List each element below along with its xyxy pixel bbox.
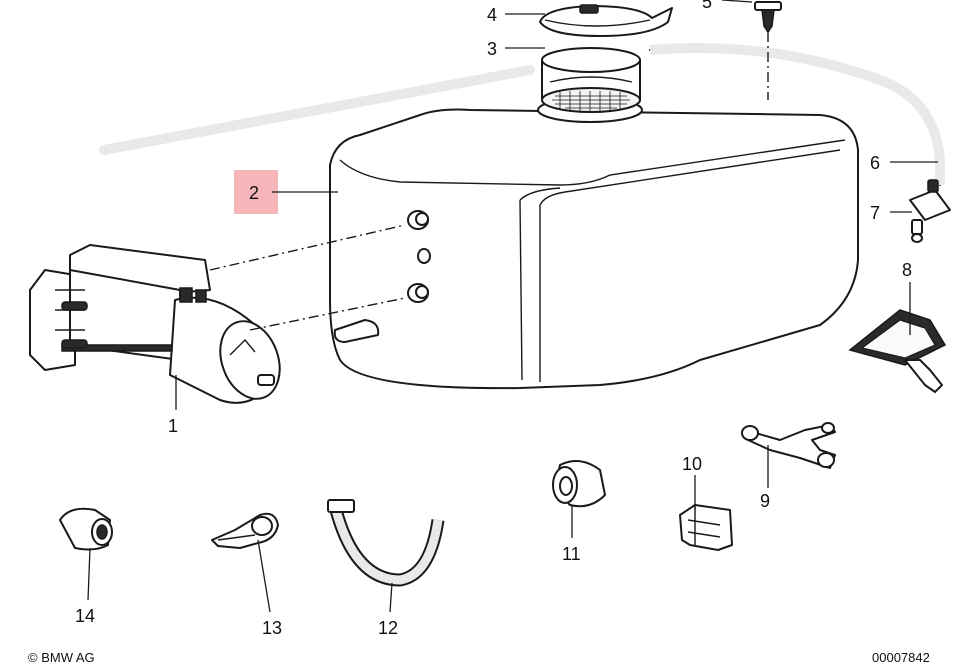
callout-14: 14 xyxy=(75,606,95,626)
callout-11: 11 xyxy=(562,544,581,564)
diagram-number: 00007842 xyxy=(872,650,930,665)
check-valve xyxy=(909,179,951,243)
callout-10: 10 xyxy=(682,454,702,474)
callout-9: 9 xyxy=(760,491,770,511)
callout-7: 7 xyxy=(870,203,880,223)
spray-nozzle xyxy=(848,309,947,393)
callout-3: 3 xyxy=(487,39,497,59)
hose xyxy=(99,43,945,186)
callout-12: 12 xyxy=(378,618,398,638)
callout-5: 5 xyxy=(702,0,712,12)
rubber-grommet xyxy=(552,460,606,508)
washer-pump xyxy=(29,244,281,404)
mounting-strap xyxy=(327,499,445,587)
cable-clamp xyxy=(211,512,279,549)
leader-lines xyxy=(87,0,938,613)
callout-1: 1 xyxy=(168,416,178,436)
callout-6: 6 xyxy=(870,153,880,173)
callout-13: 13 xyxy=(262,618,282,638)
hose-clip xyxy=(679,504,733,551)
callout-8: 8 xyxy=(902,260,912,280)
strainer-filter xyxy=(541,47,641,113)
tank-nipple-upper xyxy=(407,210,429,230)
reservoir-tank xyxy=(329,97,859,390)
callout-2-highlight xyxy=(234,170,278,214)
copyright-text: © BMW AG xyxy=(28,650,95,665)
callout-2: 2 xyxy=(249,183,259,203)
blind-plug xyxy=(59,507,113,551)
t-connector xyxy=(741,422,836,469)
filler-cap xyxy=(539,4,673,37)
callout-4: 4 xyxy=(487,5,497,25)
screw-bolt xyxy=(754,1,782,100)
tank-nipple-lower xyxy=(407,283,429,303)
